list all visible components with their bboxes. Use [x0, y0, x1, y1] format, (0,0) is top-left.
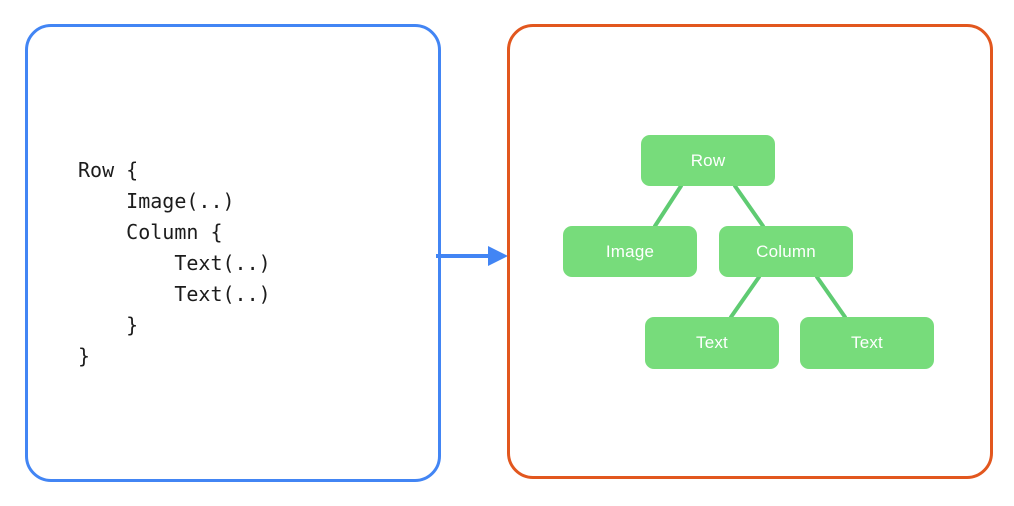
- edge-row-column: [733, 184, 765, 228]
- code-snippet: Row { Image(..) Column { Text(..) Text(.…: [78, 158, 271, 368]
- transform-arrow-icon: [436, 246, 508, 266]
- edge-row-image: [653, 184, 683, 228]
- tree-node-text-first[interactable]: Text: [645, 317, 779, 369]
- tree-node-image[interactable]: Image: [563, 226, 697, 277]
- edge-column-text2: [815, 275, 847, 319]
- tree-connectors: [653, 184, 847, 319]
- tree-node-text-second[interactable]: Text: [800, 317, 934, 369]
- code-panel: [25, 24, 441, 482]
- tree-node-column[interactable]: Column: [719, 226, 853, 277]
- edge-column-text1: [729, 275, 761, 319]
- tree-node-row[interactable]: Row: [641, 135, 775, 186]
